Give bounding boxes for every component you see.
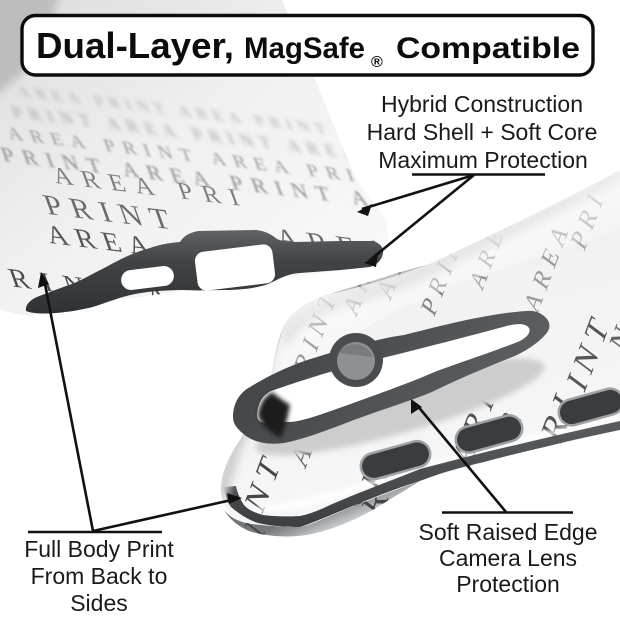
svg-text:Hard Shell + Soft Core: Hard Shell + Soft Core: [367, 119, 598, 145]
svg-text:®: ®: [371, 54, 383, 71]
svg-text:Compatible: Compatible: [396, 32, 580, 65]
svg-text:Maximum Protection: Maximum Protection: [378, 147, 588, 173]
svg-text:Camera Lens: Camera Lens: [439, 545, 577, 571]
svg-text:Soft Raised Edge: Soft Raised Edge: [418, 519, 597, 545]
svg-text:Hybrid Construction: Hybrid Construction: [381, 91, 583, 117]
svg-text:MagSafe: MagSafe: [244, 32, 365, 65]
svg-text:Protection: Protection: [456, 571, 560, 597]
svg-text:From Back to: From Back to: [31, 563, 168, 589]
svg-text:Sides: Sides: [70, 590, 128, 616]
svg-text:Full Body Print: Full Body Print: [24, 536, 174, 562]
svg-text:Dual-Layer,: Dual-Layer,: [36, 25, 234, 66]
